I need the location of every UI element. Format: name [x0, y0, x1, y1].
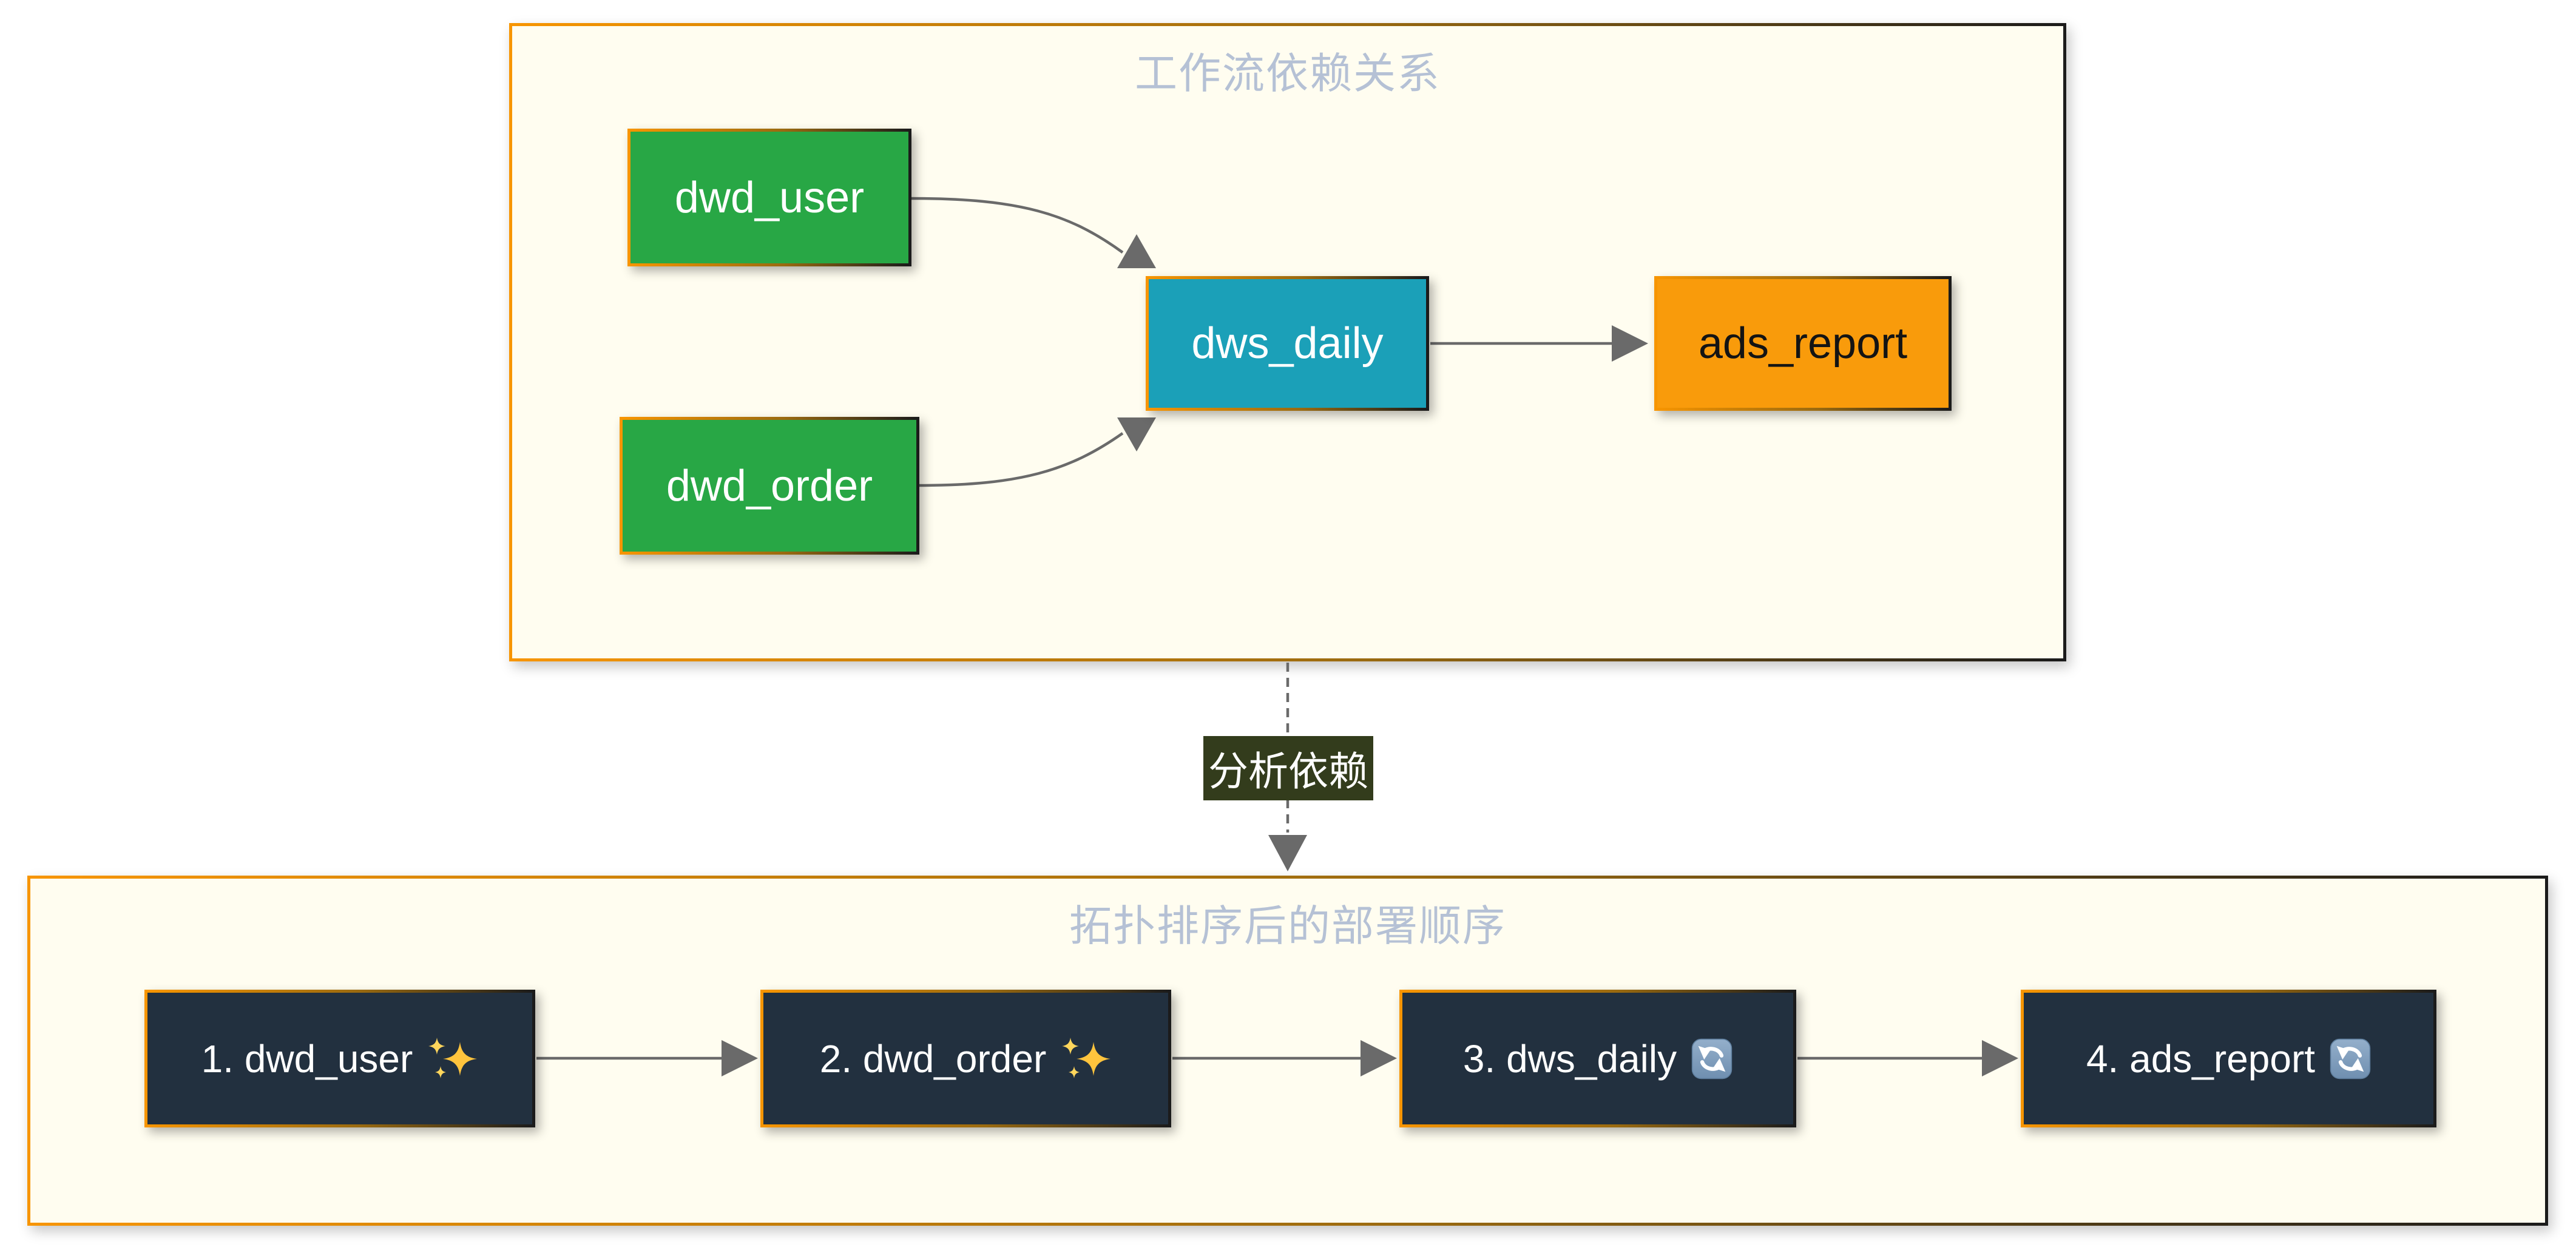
node-step-4-ads-report: 4. ads_report — [2021, 990, 2436, 1127]
arrowhead-bottom-section — [1268, 835, 1307, 871]
node-ads-report-label: ads_report — [1698, 319, 1908, 368]
node-dwd-order: dwd_order — [620, 417, 919, 555]
node-step-4-label: 4. ads_report — [2086, 1036, 2316, 1081]
refresh-icon — [1691, 1038, 1733, 1079]
bottom-section-title: 拓扑排序后的部署顺序 — [1069, 902, 1506, 950]
analyze-dependency-label: 分析依赖 — [1203, 736, 1373, 800]
node-step-3-dws-daily: 3. dws_daily — [1399, 990, 1796, 1127]
top-section-title: 工作流依赖关系 — [1135, 50, 1441, 97]
node-ads-report: ads_report — [1654, 276, 1952, 411]
node-dws-daily-label: dws_daily — [1191, 319, 1384, 368]
node-dwd-user-label: dwd_user — [674, 173, 865, 222]
node-dwd-user: dwd_user — [627, 129, 911, 266]
node-step-1-dwd-user: 1. dwd_user — [144, 990, 535, 1127]
sparkles-icon — [1062, 1037, 1111, 1078]
node-step-2-label: 2. dwd_order — [819, 1036, 1047, 1081]
sparkles-icon — [428, 1037, 478, 1078]
node-step-1-label: 1. dwd_user — [201, 1036, 413, 1081]
refresh-icon — [2330, 1038, 2371, 1079]
node-dws-daily: dws_daily — [1146, 276, 1429, 411]
node-dwd-order-label: dwd_order — [666, 461, 873, 510]
analyze-dependency-label-text: 分析依赖 — [1208, 749, 1368, 794]
node-step-3-label: 3. dws_daily — [1462, 1036, 1677, 1081]
node-step-2-dwd-order: 2. dwd_order — [760, 990, 1171, 1127]
